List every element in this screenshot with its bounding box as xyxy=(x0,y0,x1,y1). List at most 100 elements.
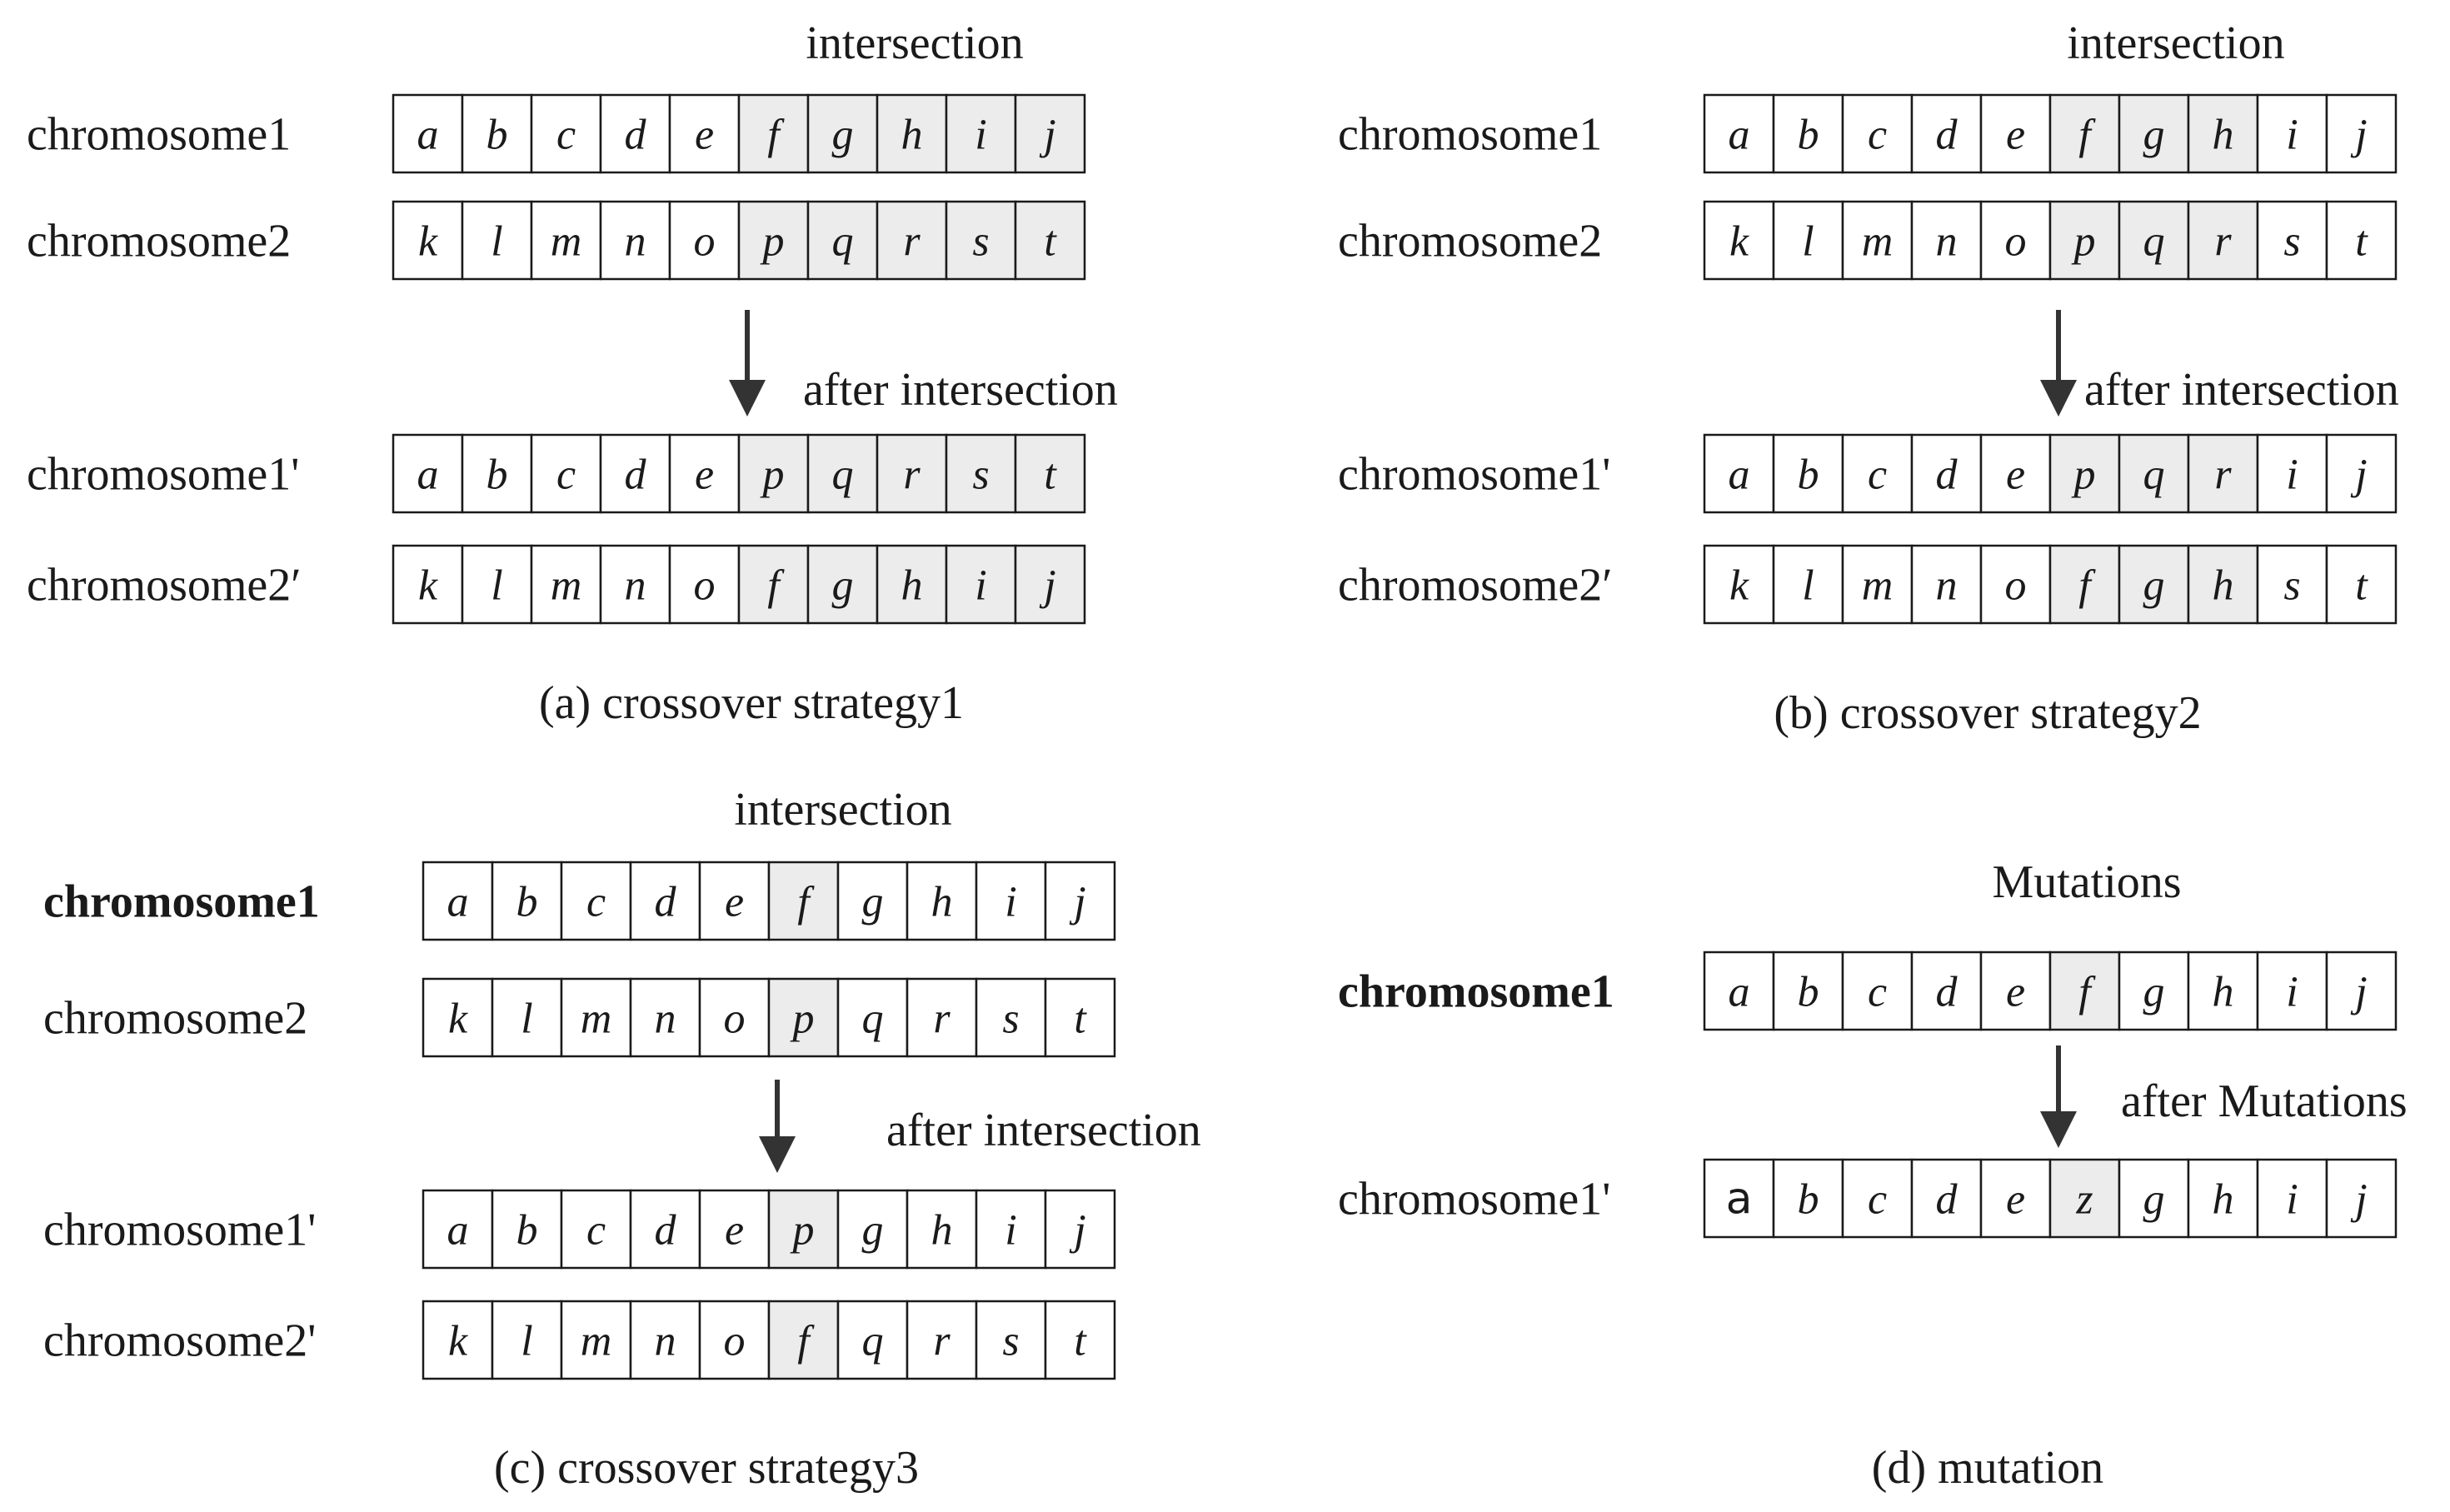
gene-cell xyxy=(1044,977,1116,1058)
gene-cell-highlighted xyxy=(2048,93,2121,174)
gene-value: a xyxy=(1726,1175,1753,1225)
gene-cell-highlighted xyxy=(1014,200,1086,281)
gene-cell xyxy=(906,1189,978,1270)
gene-cell xyxy=(668,544,741,625)
gene-cell xyxy=(599,433,671,514)
gene-cell-highlighted xyxy=(737,200,810,281)
gene-cell xyxy=(1044,1189,1116,1270)
gene-value: l xyxy=(521,996,532,1043)
gene-value: b xyxy=(1798,112,1819,159)
gene-value: c xyxy=(1868,969,1887,1016)
gene-value: t xyxy=(2355,218,2368,266)
arrow-label: after Mutations xyxy=(2121,1075,2408,1127)
gene-cell xyxy=(1772,433,1844,514)
gene-cell xyxy=(698,861,771,941)
gene-value: b xyxy=(1798,969,1819,1016)
gene-cell-highlighted xyxy=(2048,200,2121,281)
gene-value: n xyxy=(1936,562,1958,610)
gene-value: e xyxy=(725,879,744,926)
arrow-head-icon xyxy=(2040,1111,2077,1148)
gene-cell-highlighted xyxy=(2187,544,2259,625)
gene-value: q xyxy=(862,1318,884,1365)
gene-cell xyxy=(1979,1158,2052,1239)
gene-cell-highlighted xyxy=(2187,200,2259,281)
gene-value: c xyxy=(556,452,576,499)
gene-value: p xyxy=(790,996,815,1043)
gene-value: t xyxy=(1044,452,1057,499)
gene-cell xyxy=(906,1300,978,1380)
gene-value: s xyxy=(1002,996,1019,1043)
gene-value: h xyxy=(2213,1176,2234,1224)
gene-value: n xyxy=(625,562,646,610)
gene-value: p xyxy=(2071,452,2096,499)
gene-cell xyxy=(491,861,563,941)
chromosome-label: chromosome1' xyxy=(1338,1174,1610,1225)
gene-value: q xyxy=(832,452,854,499)
arrow-label: after intersection xyxy=(803,364,1118,416)
gene-cell xyxy=(491,977,563,1058)
gene-cell-highlighted xyxy=(945,200,1017,281)
gene-value: s xyxy=(972,218,989,266)
gene-value: j xyxy=(2350,452,2367,499)
gene-value: l xyxy=(491,562,502,610)
gene-cell xyxy=(906,977,978,1058)
gene-value: e xyxy=(2006,452,2025,499)
gene-value: p xyxy=(760,452,785,499)
gene-cell-highlighted xyxy=(876,544,948,625)
gene-value: k xyxy=(448,996,468,1043)
gene-value: j xyxy=(2350,969,2367,1016)
gene-value: a xyxy=(447,1207,469,1255)
gene-cell xyxy=(629,861,701,941)
gene-value: t xyxy=(1074,1318,1087,1365)
gene-cell xyxy=(2256,93,2328,174)
gene-value: h xyxy=(931,1207,953,1255)
arrow-head-icon xyxy=(759,1136,796,1173)
chromosome-label: chromosome2 xyxy=(27,216,291,267)
gene-cell-highlighted xyxy=(2048,951,2121,1031)
arrow-label: after intersection xyxy=(2084,364,2399,416)
gene-cell xyxy=(2187,951,2259,1031)
gene-value: m xyxy=(1862,218,1894,266)
gene-cell xyxy=(2118,1158,2190,1239)
gene-value: d xyxy=(1936,112,1959,159)
gene-value: q xyxy=(832,218,854,266)
gene-value: o xyxy=(2005,218,2027,266)
panel-caption: (c) crossover strategy3 xyxy=(494,1442,919,1494)
gene-value: c xyxy=(586,1207,606,1255)
gene-value: d xyxy=(1936,969,1959,1016)
chromosome-label: chromosome2′ xyxy=(27,560,302,611)
gene-value: p xyxy=(790,1207,815,1255)
chromosome-label: chromosome1' xyxy=(1338,449,1610,501)
gene-cell-highlighted xyxy=(876,93,948,174)
chromosome-label: chromosome1' xyxy=(27,449,299,501)
gene-cell xyxy=(2325,93,2398,174)
gene-cell-highlighted xyxy=(737,433,810,514)
gene-cell-highlighted xyxy=(876,433,948,514)
gene-cell-highlighted xyxy=(767,1189,840,1270)
gene-value: g xyxy=(832,112,854,159)
gene-cell xyxy=(836,1189,909,1270)
gene-value: c xyxy=(1868,112,1887,159)
gene-cell-highlighted xyxy=(1014,544,1086,625)
gene-value: g xyxy=(2143,1176,2165,1224)
gene-cell-highlighted xyxy=(1014,433,1086,514)
gene-value: a xyxy=(1729,969,1750,1016)
gene-value: h xyxy=(2213,562,2234,610)
gene-cell xyxy=(530,200,602,281)
gene-cell xyxy=(392,200,464,281)
gene-cell xyxy=(422,1300,494,1380)
gene-cell xyxy=(461,93,533,174)
gene-value: e xyxy=(2006,1176,2025,1224)
gene-value: t xyxy=(1074,996,1087,1043)
gene-value: i xyxy=(1005,1207,1016,1255)
gene-value: i xyxy=(2286,452,2298,499)
chromosome-label: chromosome2' xyxy=(43,1315,316,1367)
